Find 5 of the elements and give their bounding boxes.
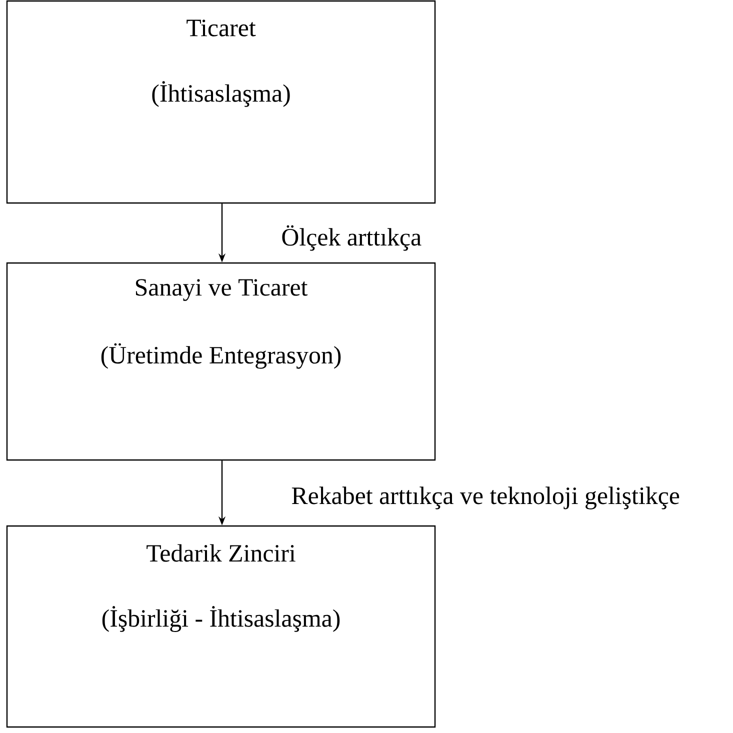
edge-label: Ölçek arttıkça bbox=[282, 225, 422, 251]
edge-label: Rekabet arttıkça ve teknoloji geliştikçe bbox=[292, 486, 680, 510]
process-box: Tedarik Zinciri (İşbirliği - İhtisaslaşma) bbox=[6, 525, 436, 728]
process-box: Ticaret (İhtisaslaşma) bbox=[6, 0, 436, 204]
process-box: Sanayi ve Ticaret (Üretimde Entegrasyon) bbox=[6, 262, 436, 461]
